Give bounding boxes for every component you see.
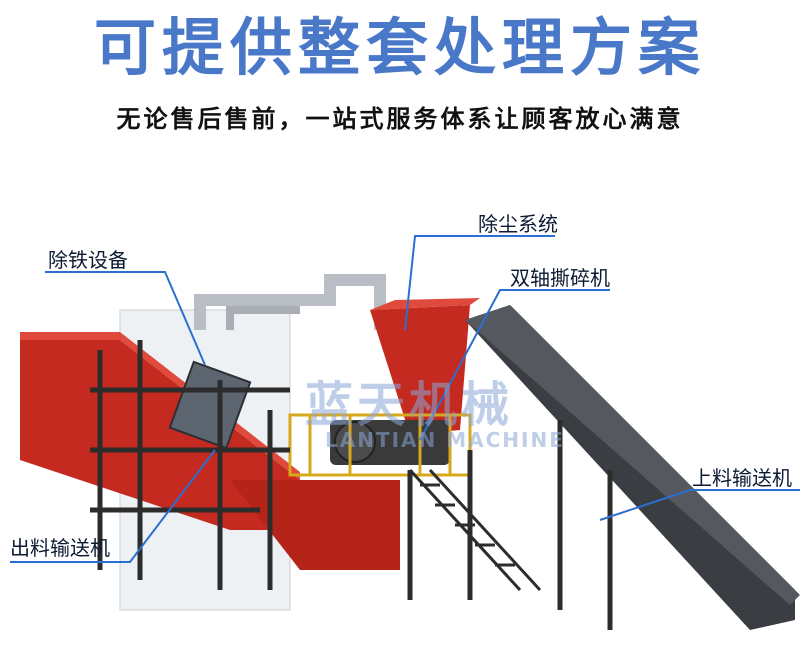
iron-removal-device: [168, 360, 252, 450]
dust-pipe: [194, 274, 386, 330]
dust-pipe-2: [226, 306, 300, 330]
equipment-illustration: [10, 235, 800, 630]
page-title: 可提供整套处理方案: [93, 11, 706, 84]
feed-conveyor-edge: [465, 305, 800, 605]
shredder-hopper: [370, 305, 470, 435]
watermark-cn: 蓝天机械: [305, 377, 514, 433]
platform-stairs: [408, 468, 542, 592]
callout-dust-removal: 除尘系统: [478, 212, 558, 236]
callout-discharge-conveyor: 出料输送机: [10, 536, 110, 560]
page-subtitle: 无论售后售前，一站式服务体系让顾客放心满意: [116, 104, 684, 133]
callout-feed-conveyor: 上料输送机: [692, 466, 792, 490]
callout-iron-removal: 除铁设备: [48, 248, 128, 272]
steel-frame: [90, 340, 613, 630]
shredder-hopper-side: [370, 298, 480, 310]
watermark-en: LANTIAN MACHINE: [325, 428, 565, 452]
callout-lines: [10, 235, 800, 563]
platform-railing: [288, 413, 472, 477]
callout-shredder: 双轴撕碎机: [510, 266, 610, 290]
shredder-motor: [334, 421, 376, 463]
